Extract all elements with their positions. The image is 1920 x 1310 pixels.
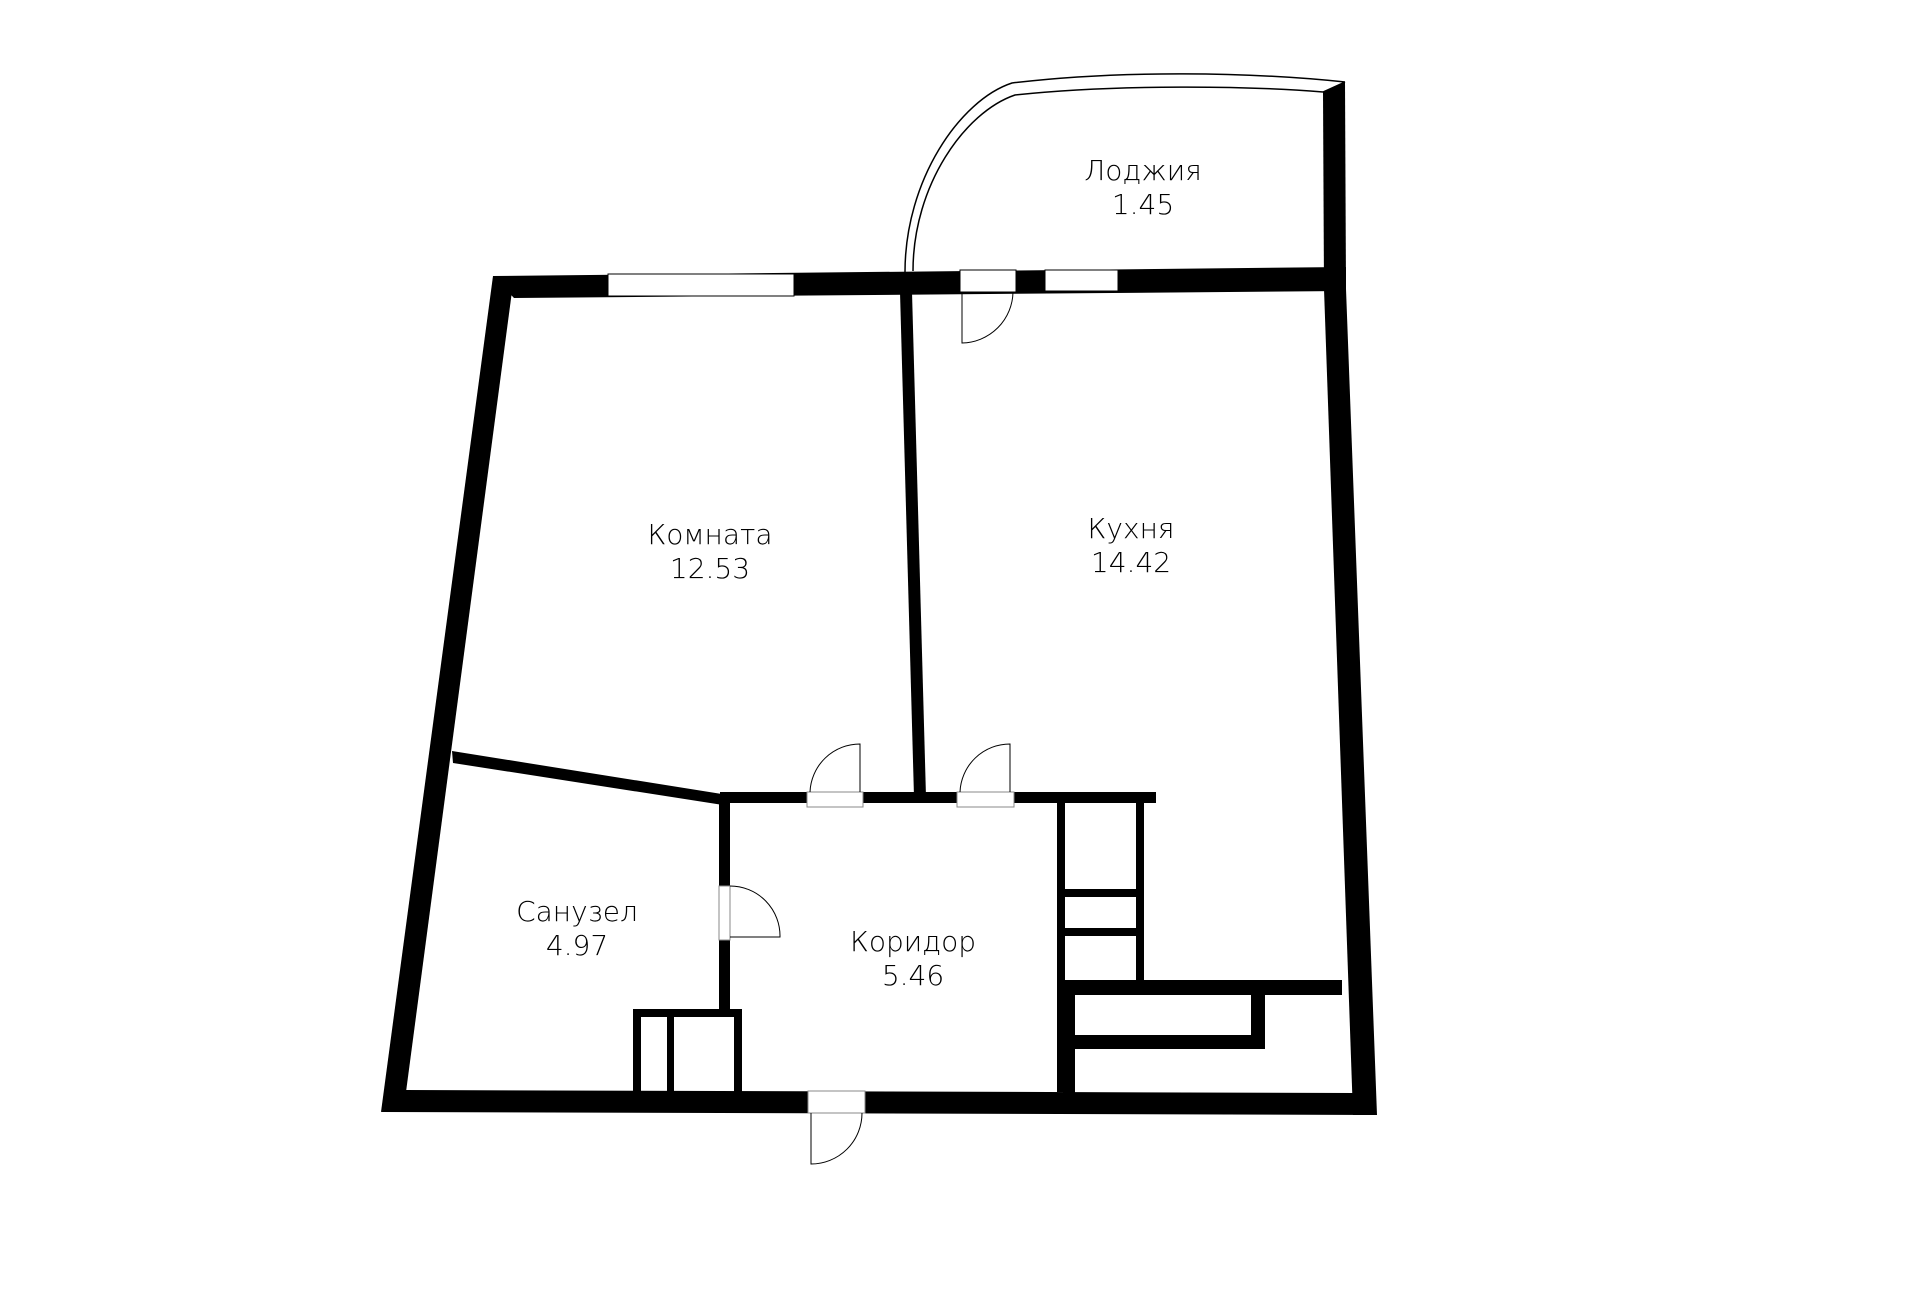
kitchen-bottom-unit bbox=[1063, 980, 1342, 1093]
corridor-storage bbox=[1057, 792, 1156, 992]
left-wall bbox=[381, 276, 514, 1112]
room-label-kitchen: Кухня 14.42 bbox=[1088, 512, 1175, 580]
room-area: 4.97 bbox=[545, 929, 609, 962]
corridor-right-wall bbox=[1057, 792, 1065, 1092]
room-area: 14.42 bbox=[1090, 546, 1172, 579]
kitchen-door bbox=[956, 743, 1015, 808]
windows bbox=[607, 269, 1119, 297]
bathroom-cabinet bbox=[633, 1009, 742, 1092]
kitchen-window bbox=[1044, 269, 1119, 292]
room-name: Кухня bbox=[1087, 512, 1175, 545]
right-wall bbox=[1324, 289, 1377, 1115]
room-label-room: Комната 12.53 bbox=[647, 518, 772, 586]
room-name: Коридор bbox=[849, 925, 977, 958]
balcony-door bbox=[959, 269, 1017, 344]
entry-door bbox=[807, 1090, 866, 1165]
room-area: 1.45 bbox=[1111, 188, 1175, 221]
room-name: Комната bbox=[647, 518, 773, 551]
room-kitchen-partition bbox=[900, 292, 926, 797]
room-door bbox=[806, 743, 864, 808]
room-label-corridor: Коридор 5.46 bbox=[850, 925, 976, 993]
room-window bbox=[607, 273, 795, 297]
room-name: Лоджия bbox=[1084, 154, 1202, 187]
bathroom-door bbox=[718, 885, 781, 941]
loggia-right-wall bbox=[1323, 82, 1346, 290]
room-name: Санузел bbox=[516, 895, 638, 928]
room-label-loggia: Лоджия 1.45 bbox=[1084, 154, 1202, 222]
room-area: 12.53 bbox=[669, 552, 751, 585]
room-label-bathroom: Санузел 4.97 bbox=[516, 895, 638, 963]
room-area: 5.46 bbox=[881, 959, 945, 992]
corridor-top-wall bbox=[720, 792, 1156, 803]
room-bathroom-wall bbox=[452, 751, 728, 805]
bottom-wall bbox=[381, 1090, 1377, 1115]
